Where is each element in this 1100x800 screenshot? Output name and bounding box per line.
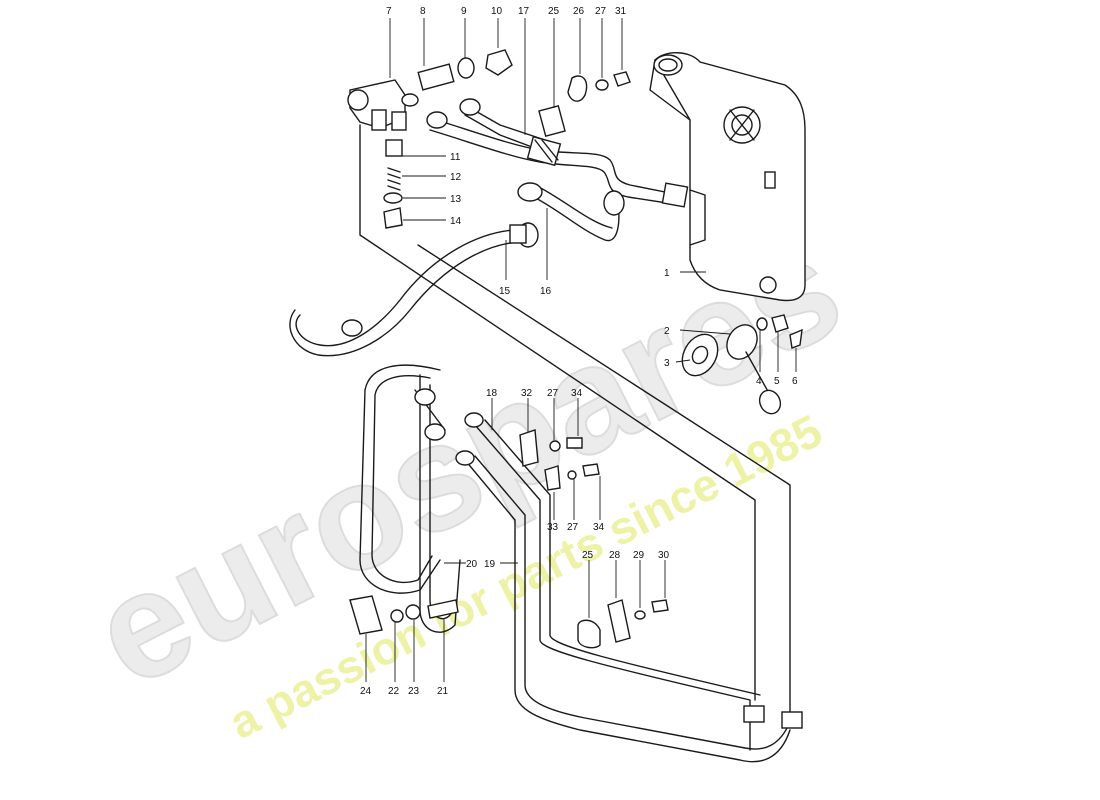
pipes-18-19 — [455, 412, 803, 763]
callout-29: 29 — [633, 550, 645, 561]
callout-10: 10 — [491, 6, 503, 17]
callout-26: 26 — [573, 6, 585, 17]
callout-17: 17 — [518, 6, 530, 17]
callouts: 1 2 3 4 5 6 7 8 9 10 11 12 13 14 15 16 1 — [360, 6, 798, 697]
parts-2-6 — [681, 314, 803, 415]
callout-6: 6 — [792, 376, 798, 387]
callout-31: 31 — [615, 6, 627, 17]
callout-7: 7 — [386, 6, 392, 17]
callout-12: 12 — [450, 172, 462, 183]
callout-28: 28 — [609, 550, 621, 561]
callout-2: 2 — [664, 326, 670, 337]
callout-18: 18 — [486, 388, 498, 399]
oil-tank — [649, 52, 806, 302]
callout-23: 23 — [408, 686, 420, 697]
callout-8: 8 — [420, 6, 426, 17]
callout-1: 1 — [664, 268, 670, 279]
valve-assembly — [347, 49, 631, 229]
callout-34: 34 — [571, 388, 583, 399]
callout-30: 30 — [658, 550, 670, 561]
hose-assembly — [426, 98, 689, 242]
callout-9: 9 — [461, 6, 467, 17]
callout-25: 25 — [548, 6, 560, 17]
callout-20: 20 — [466, 559, 478, 570]
callout-22: 22 — [388, 686, 400, 697]
callout-21: 21 — [437, 686, 449, 697]
callout-3: 3 — [664, 358, 670, 369]
callout-34b: 34 — [593, 522, 605, 533]
clamp-parts — [349, 429, 669, 649]
callout-25b: 25 — [582, 550, 594, 561]
callout-32: 32 — [521, 388, 533, 399]
callout-13: 13 — [450, 194, 462, 205]
callout-14: 14 — [450, 216, 462, 227]
callout-16: 16 — [540, 286, 552, 297]
coiled-pipe — [359, 364, 461, 633]
long-hose — [289, 222, 539, 357]
callout-19: 19 — [484, 559, 496, 570]
callout-33: 33 — [547, 522, 559, 533]
callout-27b: 27 — [547, 388, 559, 399]
long-pipes — [359, 124, 791, 713]
callout-5: 5 — [774, 376, 780, 387]
callout-27: 27 — [595, 6, 607, 17]
callout-11: 11 — [450, 152, 461, 163]
callout-4: 4 — [756, 376, 762, 387]
callout-15: 15 — [499, 286, 511, 297]
callout-27c: 27 — [567, 522, 579, 533]
callout-24: 24 — [360, 686, 372, 697]
